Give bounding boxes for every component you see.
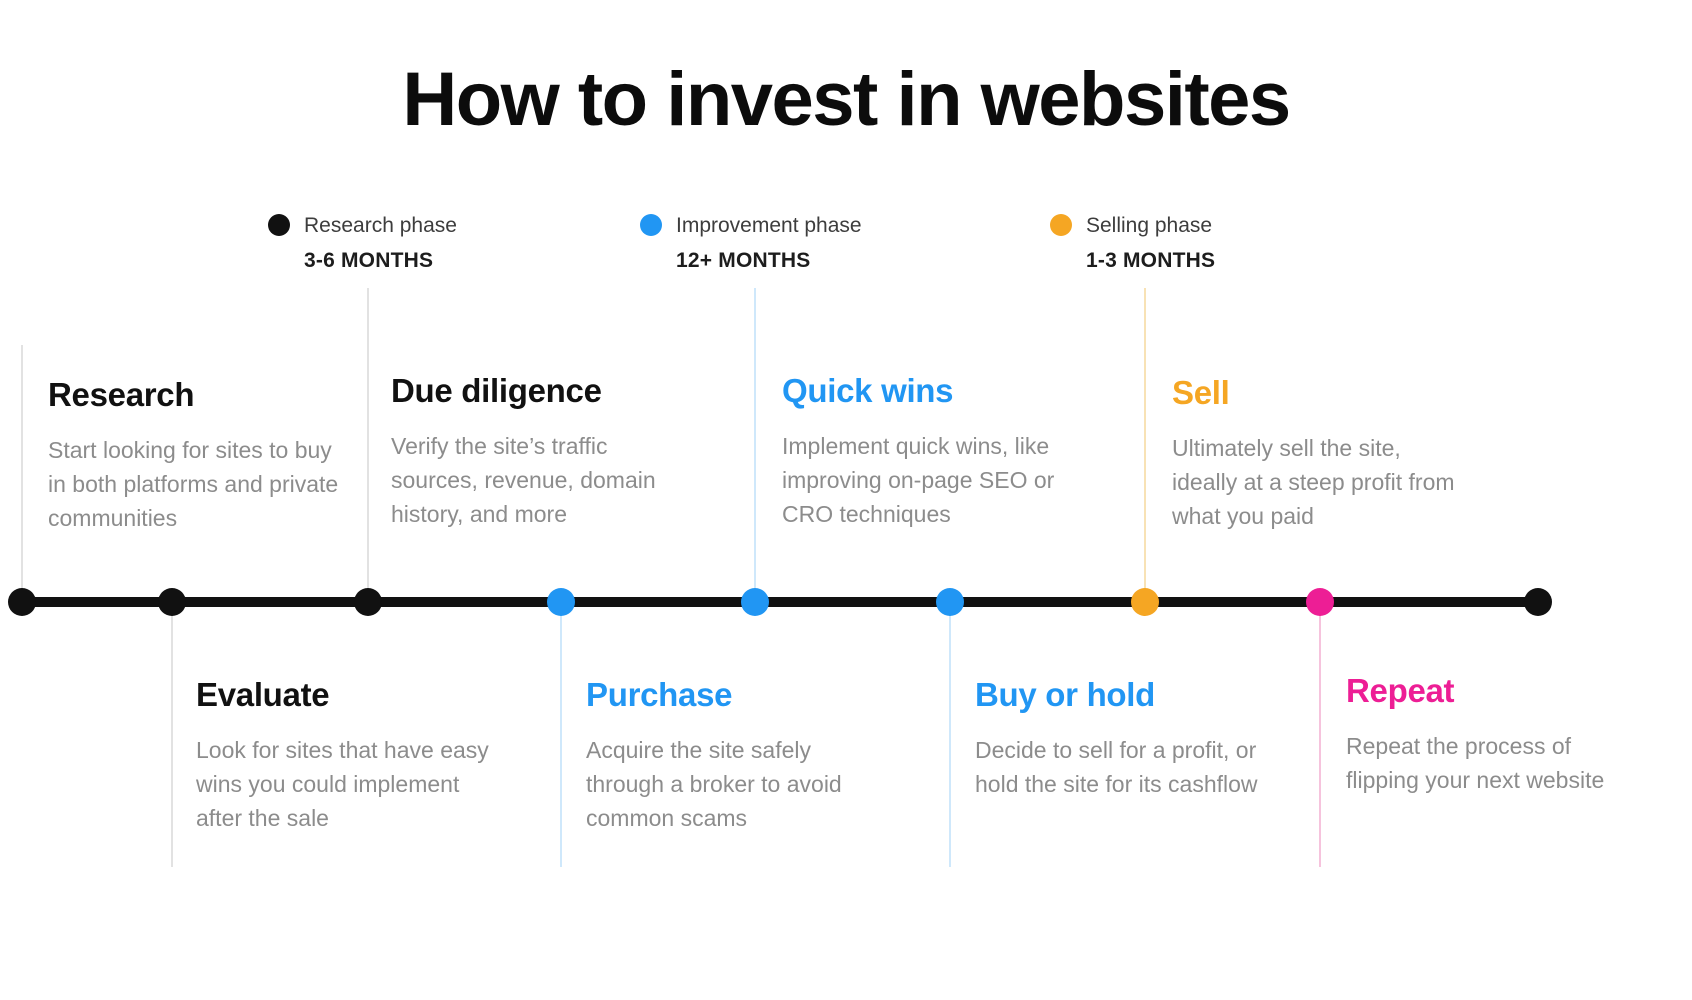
legend-duration-selling: 1-3 MONTHS bbox=[1086, 249, 1216, 272]
stem-research bbox=[21, 345, 23, 597]
node-sell bbox=[1131, 588, 1159, 616]
node-due-diligence bbox=[354, 588, 382, 616]
step-card-purchase: Purchase Acquire the site safely through… bbox=[586, 678, 886, 835]
legend-dot-selling bbox=[1050, 214, 1072, 236]
legend-label-selling: Selling phase bbox=[1086, 213, 1213, 237]
step-title-evaluate: Evaluate bbox=[196, 676, 330, 713]
timeline-axis bbox=[22, 597, 1538, 607]
step-body-purchase: Acquire the site safely through a broker… bbox=[586, 737, 842, 832]
legend-duration-improvement: 12+ MONTHS bbox=[676, 249, 811, 272]
stem-repeat bbox=[1319, 607, 1321, 867]
node-buy-or-hold bbox=[936, 588, 964, 616]
legend-label-improvement: Improvement phase bbox=[676, 213, 862, 237]
step-body-evaluate: Look for sites that have easy wins you c… bbox=[196, 737, 489, 832]
step-title-repeat: Repeat bbox=[1346, 672, 1455, 709]
step-card-sell: Sell Ultimately sell the site, ideally a… bbox=[1172, 376, 1457, 533]
legend-item-research: Research phase 3-6 MONTHS bbox=[268, 212, 598, 273]
step-card-buy-or-hold: Buy or hold Decide to sell for a profit,… bbox=[975, 678, 1275, 801]
legend-item-improvement: Improvement phase 12+ MONTHS bbox=[640, 212, 970, 273]
step-title-research: Research bbox=[48, 376, 195, 413]
step-title-quick-wins: Quick wins bbox=[782, 372, 954, 409]
legend-duration-research: 3-6 MONTHS bbox=[304, 249, 434, 272]
stem-sell bbox=[1144, 288, 1146, 597]
step-body-due-diligence: Verify the site’s traffic sources, reven… bbox=[391, 433, 656, 528]
legend-row: Improvement phase bbox=[640, 212, 970, 238]
legend-dot-improvement bbox=[640, 214, 662, 236]
step-body-quick-wins: Implement quick wins, like improving on-… bbox=[782, 433, 1055, 528]
step-body-sell: Ultimately sell the site, ideally at a s… bbox=[1172, 435, 1455, 530]
legend-row: Selling phase bbox=[1050, 212, 1380, 238]
node-quick-wins bbox=[741, 588, 769, 616]
node-repeat bbox=[1306, 588, 1334, 616]
page-title: How to invest in websites bbox=[402, 57, 1291, 142]
step-title-due-diligence: Due diligence bbox=[391, 372, 602, 409]
node-purchase bbox=[547, 588, 575, 616]
step-body-research: Start looking for sites to buy in both p… bbox=[48, 437, 339, 532]
node-start bbox=[8, 588, 36, 616]
stem-evaluate bbox=[171, 607, 173, 867]
step-title-sell: Sell bbox=[1172, 374, 1230, 411]
stem-due-diligence bbox=[367, 288, 369, 597]
stem-quick-wins bbox=[754, 288, 756, 597]
node-end bbox=[1524, 588, 1552, 616]
step-card-research: Research Start looking for sites to buy … bbox=[48, 378, 348, 535]
stem-purchase bbox=[560, 607, 562, 867]
step-card-quick-wins: Quick wins Implement quick wins, like im… bbox=[782, 374, 1087, 531]
step-body-repeat: Repeat the process of flipping your next… bbox=[1346, 733, 1605, 794]
step-card-due-diligence: Due diligence Verify the site’s traffic … bbox=[391, 374, 691, 531]
stem-buy-or-hold bbox=[949, 607, 951, 867]
step-title-buy-or-hold: Buy or hold bbox=[975, 676, 1156, 713]
step-body-buy-or-hold: Decide to sell for a profit, or hold the… bbox=[975, 737, 1258, 798]
step-card-evaluate: Evaluate Look for sites that have easy w… bbox=[196, 678, 496, 835]
step-title-purchase: Purchase bbox=[586, 676, 733, 713]
step-card-repeat: Repeat Repeat the process of flipping yo… bbox=[1346, 674, 1636, 797]
node-evaluate bbox=[158, 588, 186, 616]
legend-item-selling: Selling phase 1-3 MONTHS bbox=[1050, 212, 1380, 273]
legend-row: Research phase bbox=[268, 212, 598, 238]
legend-dot-research bbox=[268, 214, 290, 236]
legend-label-research: Research phase bbox=[304, 213, 457, 237]
